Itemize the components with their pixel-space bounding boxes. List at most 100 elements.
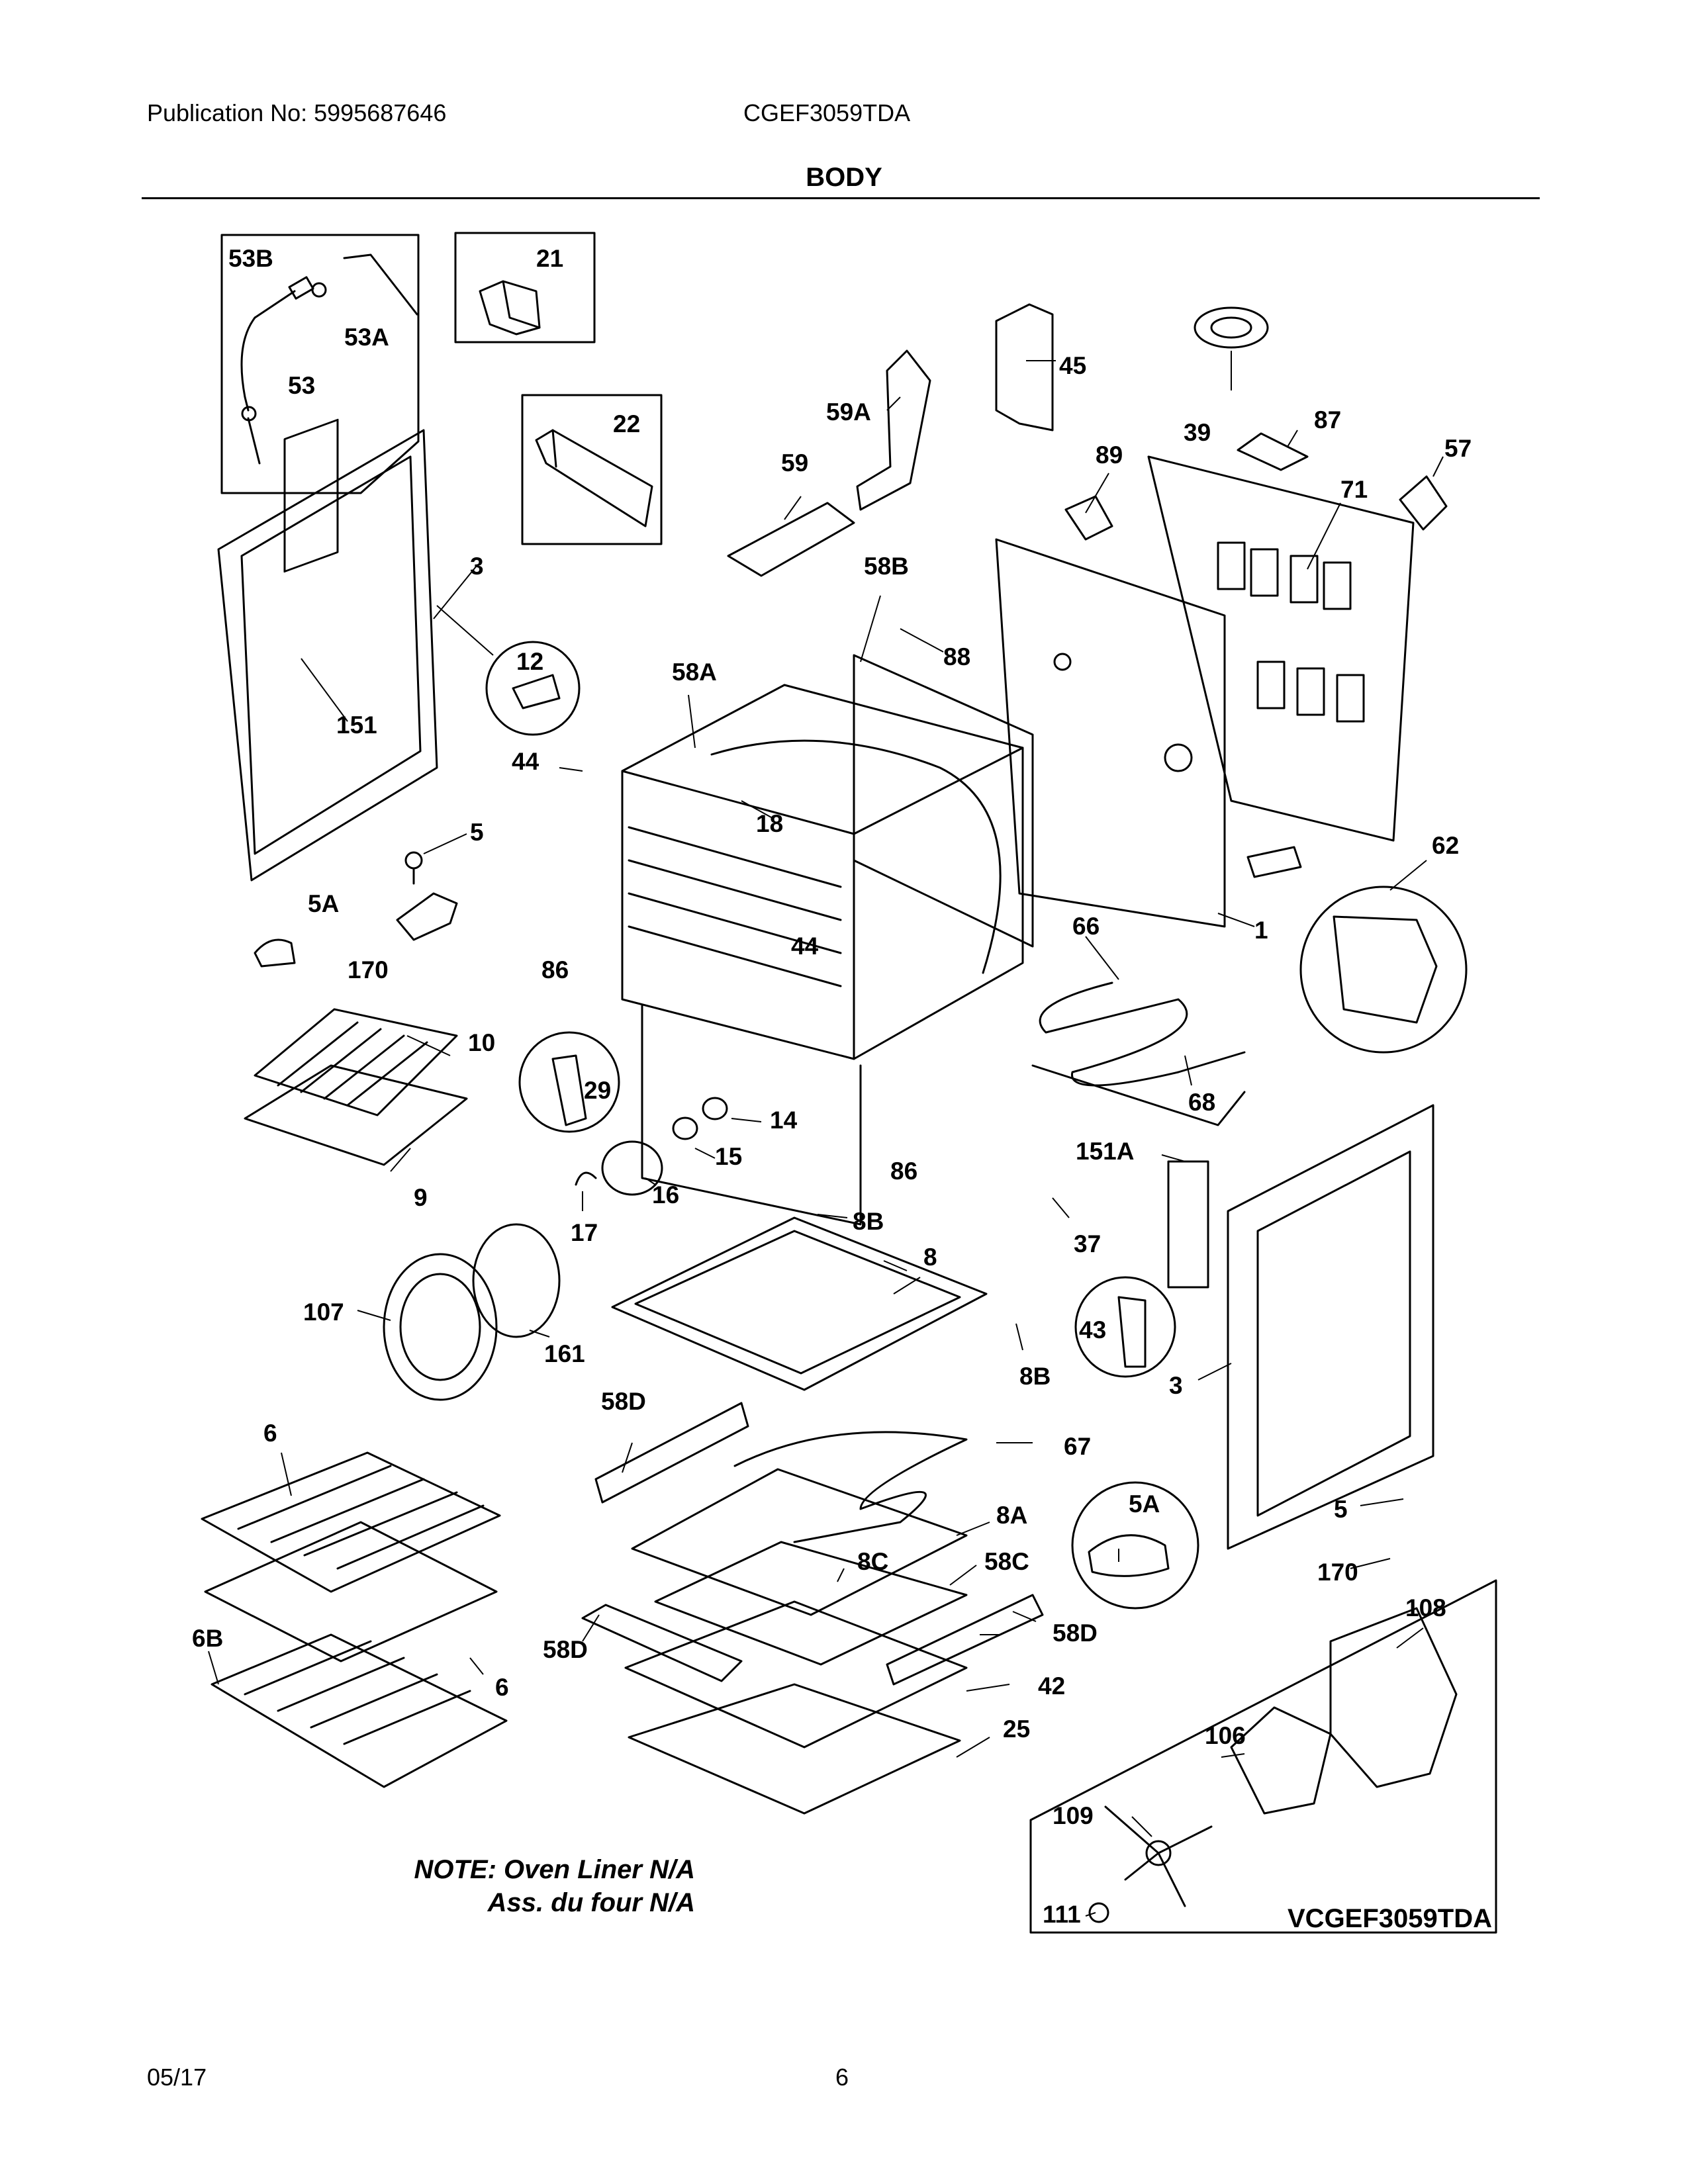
inset-box-21 — [454, 232, 596, 343]
callout-59: 59 — [781, 449, 808, 477]
callout-89: 89 — [1096, 441, 1123, 469]
callout-87: 87 — [1314, 406, 1341, 433]
callout-111: 111 — [1043, 1901, 1081, 1928]
oven-racks — [201, 1451, 508, 1788]
callout-45: 45 — [1059, 352, 1086, 379]
oven-back-panel — [995, 538, 1226, 928]
oven-cavity — [621, 684, 1024, 1226]
callout-53A: 53A — [344, 324, 389, 351]
inset-box-22 — [521, 394, 663, 545]
rear-cover-panel — [1147, 455, 1415, 842]
callout-151A: 151A — [1076, 1138, 1134, 1165]
callout-62: 62 — [1432, 832, 1459, 859]
callout-151: 151 — [336, 711, 377, 739]
inset-circle-12 — [485, 641, 581, 736]
header-rule — [142, 197, 1540, 199]
callout-1: 1 — [1254, 917, 1268, 944]
callout-8A: 8A — [996, 1502, 1027, 1529]
top-components — [727, 303, 1448, 577]
callout-58D-upper: 58D — [601, 1388, 646, 1415]
callout-5A-left: 5A — [308, 890, 339, 917]
callout-5-left: 5 — [470, 819, 484, 846]
callout-43: 43 — [1079, 1316, 1106, 1343]
callout-5A-right: 5A — [1129, 1490, 1160, 1518]
callout-68: 68 — [1188, 1089, 1215, 1116]
callout-58C: 58C — [984, 1548, 1029, 1575]
callout-29: 29 — [584, 1077, 611, 1104]
callout-170-right: 170 — [1317, 1559, 1358, 1586]
inset-circle-29 — [518, 1031, 620, 1133]
note-line-2: Ass. du four N/A — [487, 1888, 695, 1917]
callout-9: 9 — [414, 1184, 428, 1211]
callout-67: 67 — [1064, 1433, 1091, 1460]
callout-8B-lower: 8B — [1019, 1363, 1051, 1390]
inset-circle-5A — [1071, 1481, 1199, 1610]
callout-53: 53 — [288, 372, 315, 399]
oven-light-assembly — [575, 1097, 728, 1196]
right-side-panel — [1167, 1104, 1434, 1550]
callout-86-lower: 86 — [890, 1158, 917, 1185]
callout-106: 106 — [1205, 1722, 1246, 1749]
section-title: BODY — [806, 163, 882, 192]
leveling-leg-left — [254, 851, 458, 968]
callout-8B-upper: 8B — [853, 1208, 884, 1235]
callout-3-left: 3 — [470, 553, 484, 580]
convection-kit-box — [1029, 1579, 1497, 1934]
callout-59A: 59A — [826, 398, 871, 426]
convection-fan-cover — [383, 1223, 561, 1401]
callout-71: 71 — [1340, 476, 1368, 503]
door-gasket — [710, 654, 1034, 974]
left-side-panel — [217, 418, 438, 882]
callout-58B: 58B — [864, 553, 909, 580]
callout-109: 109 — [1053, 1802, 1094, 1829]
callout-42: 42 — [1038, 1672, 1065, 1700]
callout-6B: 6B — [192, 1625, 223, 1652]
callout-37: 37 — [1074, 1230, 1101, 1257]
inset-circle-43 — [1074, 1276, 1176, 1378]
bake-element-area — [581, 1402, 1044, 1815]
callout-58D-lower: 58D — [543, 1636, 588, 1663]
callout-161: 161 — [544, 1340, 585, 1367]
callout-6-upper: 6 — [263, 1420, 277, 1447]
callout-8C: 8C — [857, 1548, 888, 1575]
publication-number: Publication No: 5995687646 — [147, 99, 447, 126]
callout-107: 107 — [303, 1298, 344, 1326]
page-number: 6 — [835, 2064, 849, 2091]
callout-58A: 58A — [672, 659, 717, 686]
callout-3-right: 3 — [1169, 1372, 1183, 1399]
callout-labels: 53B 21 53A 53 22 45 39 59A 87 57 59 89 7… — [192, 245, 1472, 1928]
callout-6-lower: 6 — [495, 1674, 509, 1701]
callout-86-upper: 86 — [541, 956, 569, 983]
callout-39: 39 — [1184, 419, 1211, 446]
callout-17: 17 — [571, 1219, 598, 1246]
model-number: CGEF3059TDA — [743, 99, 911, 126]
callout-15: 15 — [715, 1143, 742, 1170]
callout-44-lower: 44 — [791, 933, 819, 960]
callout-5-right: 5 — [1334, 1496, 1348, 1523]
callout-21: 21 — [536, 245, 563, 272]
callout-10: 10 — [468, 1029, 495, 1056]
variant-label: VCGEF3059TDA — [1288, 1904, 1492, 1933]
callout-57: 57 — [1444, 435, 1472, 462]
callout-108: 108 — [1405, 1594, 1446, 1621]
callout-8: 8 — [923, 1244, 937, 1271]
callout-53B: 53B — [228, 245, 273, 272]
inset-circle-62 — [1246, 846, 1468, 1054]
callout-58D-right: 58D — [1053, 1619, 1098, 1647]
callout-25: 25 — [1003, 1715, 1030, 1743]
callout-14: 14 — [770, 1107, 798, 1134]
oven-bottom — [611, 1216, 988, 1391]
callout-12: 12 — [516, 648, 543, 675]
callout-18: 18 — [756, 810, 783, 837]
callout-44-upper: 44 — [512, 748, 539, 775]
callout-170-left: 170 — [348, 956, 389, 983]
callout-16: 16 — [652, 1181, 679, 1208]
callout-66: 66 — [1072, 913, 1100, 940]
note-line-1: NOTE: Oven Liner N/A — [414, 1855, 696, 1884]
broiler-pan — [244, 1008, 468, 1166]
callout-22: 22 — [613, 410, 640, 437]
callout-88: 88 — [943, 643, 970, 670]
inset-box-53 — [220, 234, 420, 494]
broil-element — [1031, 981, 1246, 1126]
